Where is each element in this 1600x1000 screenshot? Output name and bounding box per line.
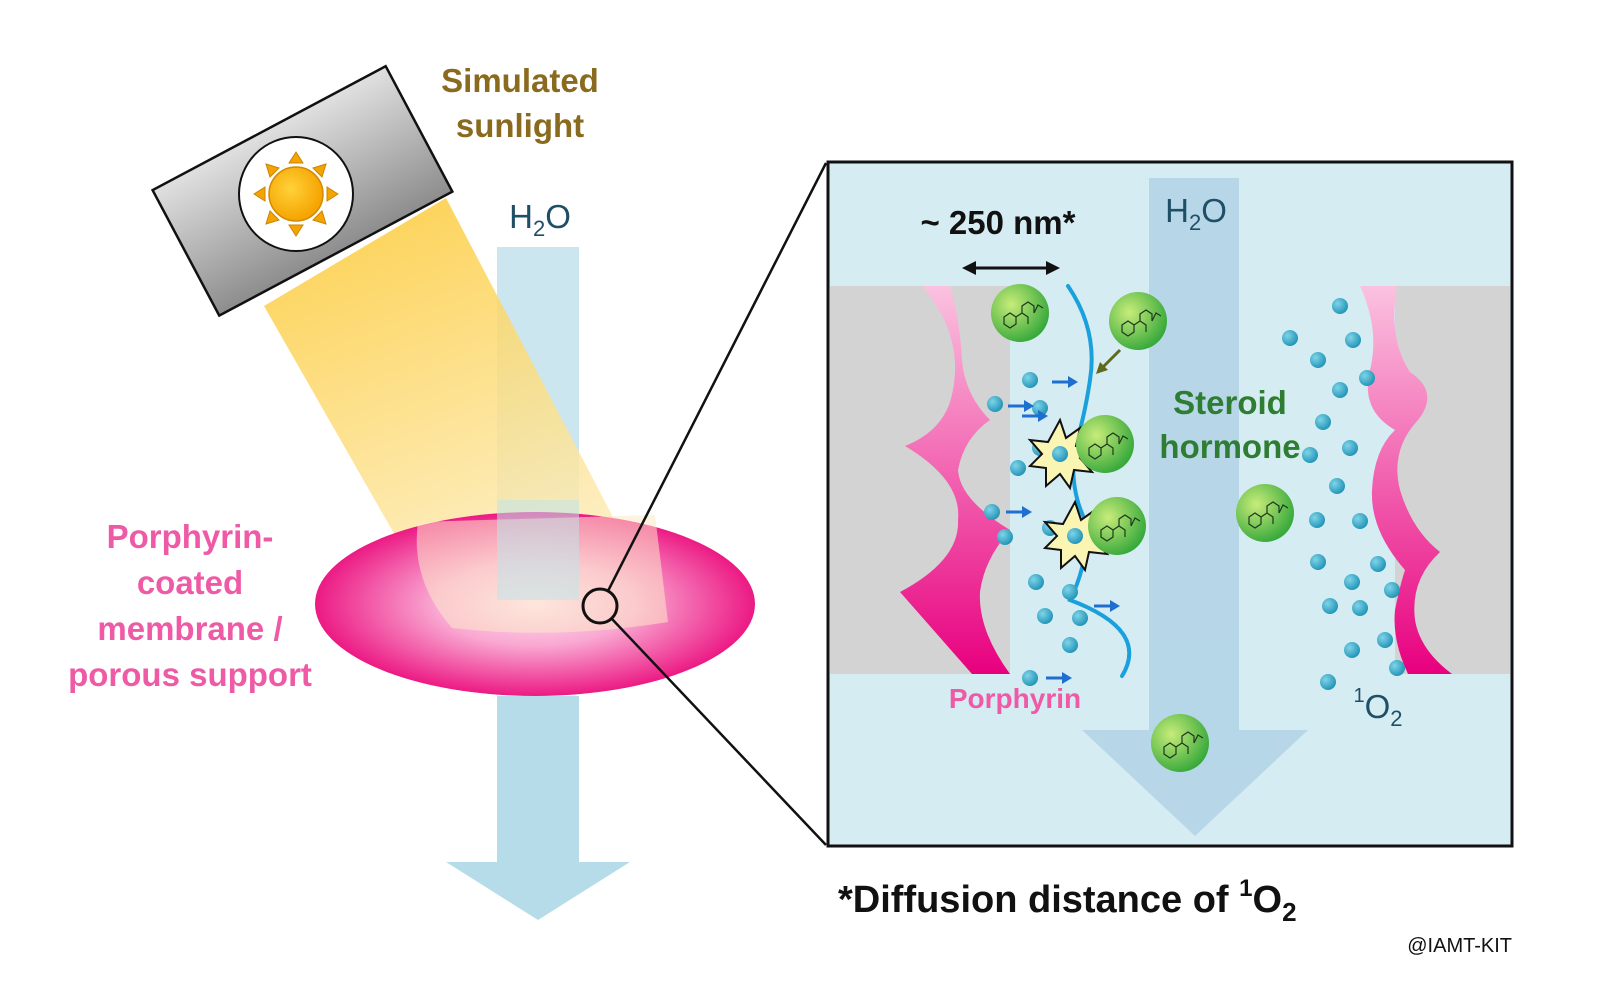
distance-arrow	[962, 261, 1060, 275]
diffusion-boundary	[1066, 284, 1132, 678]
steroid-label-line2: hormone	[1159, 428, 1300, 465]
zoom-circle	[581, 587, 619, 625]
water-label-left: H2O	[509, 198, 571, 241]
svg-text:coated: coated	[137, 564, 243, 601]
sunlight-label-line1: Simulated	[441, 62, 599, 99]
steroid-molecules	[991, 284, 1294, 772]
svg-text:membrane /: membrane /	[97, 610, 282, 647]
filtrate-arrow	[446, 696, 630, 920]
singlet-oxygen-label: 1O2	[1353, 685, 1402, 731]
credit: @IAMT-KIT	[1407, 935, 1512, 957]
zoom-inset	[826, 160, 1514, 848]
migration-arrows	[1006, 376, 1120, 684]
porphyrin-layer-right	[1360, 286, 1452, 674]
porphyrin-label: Porphyrin	[949, 683, 1081, 714]
distance-label: ~ 250 nm*	[920, 204, 1075, 241]
support-block-left	[830, 286, 1010, 674]
porphyrin-layer-left	[900, 286, 1010, 674]
footnote: *Diffusion distance of 1O2	[838, 875, 1297, 927]
membrane-label: Porphyrin- coated membrane / porous supp…	[68, 518, 312, 693]
water-label-inset: H2O	[1165, 192, 1227, 235]
approach-arrow	[1096, 348, 1122, 374]
sunlight-label-line2: sunlight	[456, 107, 584, 144]
svg-text:Porphyrin-: Porphyrin-	[107, 518, 274, 555]
inset-water-arrow	[1082, 178, 1308, 836]
steroid-label-line1: Steroid	[1173, 384, 1287, 421]
svg-text:porous support: porous support	[68, 656, 312, 693]
singlet-oxygen-dots-right	[1282, 298, 1405, 690]
sun-icon	[238, 136, 354, 252]
